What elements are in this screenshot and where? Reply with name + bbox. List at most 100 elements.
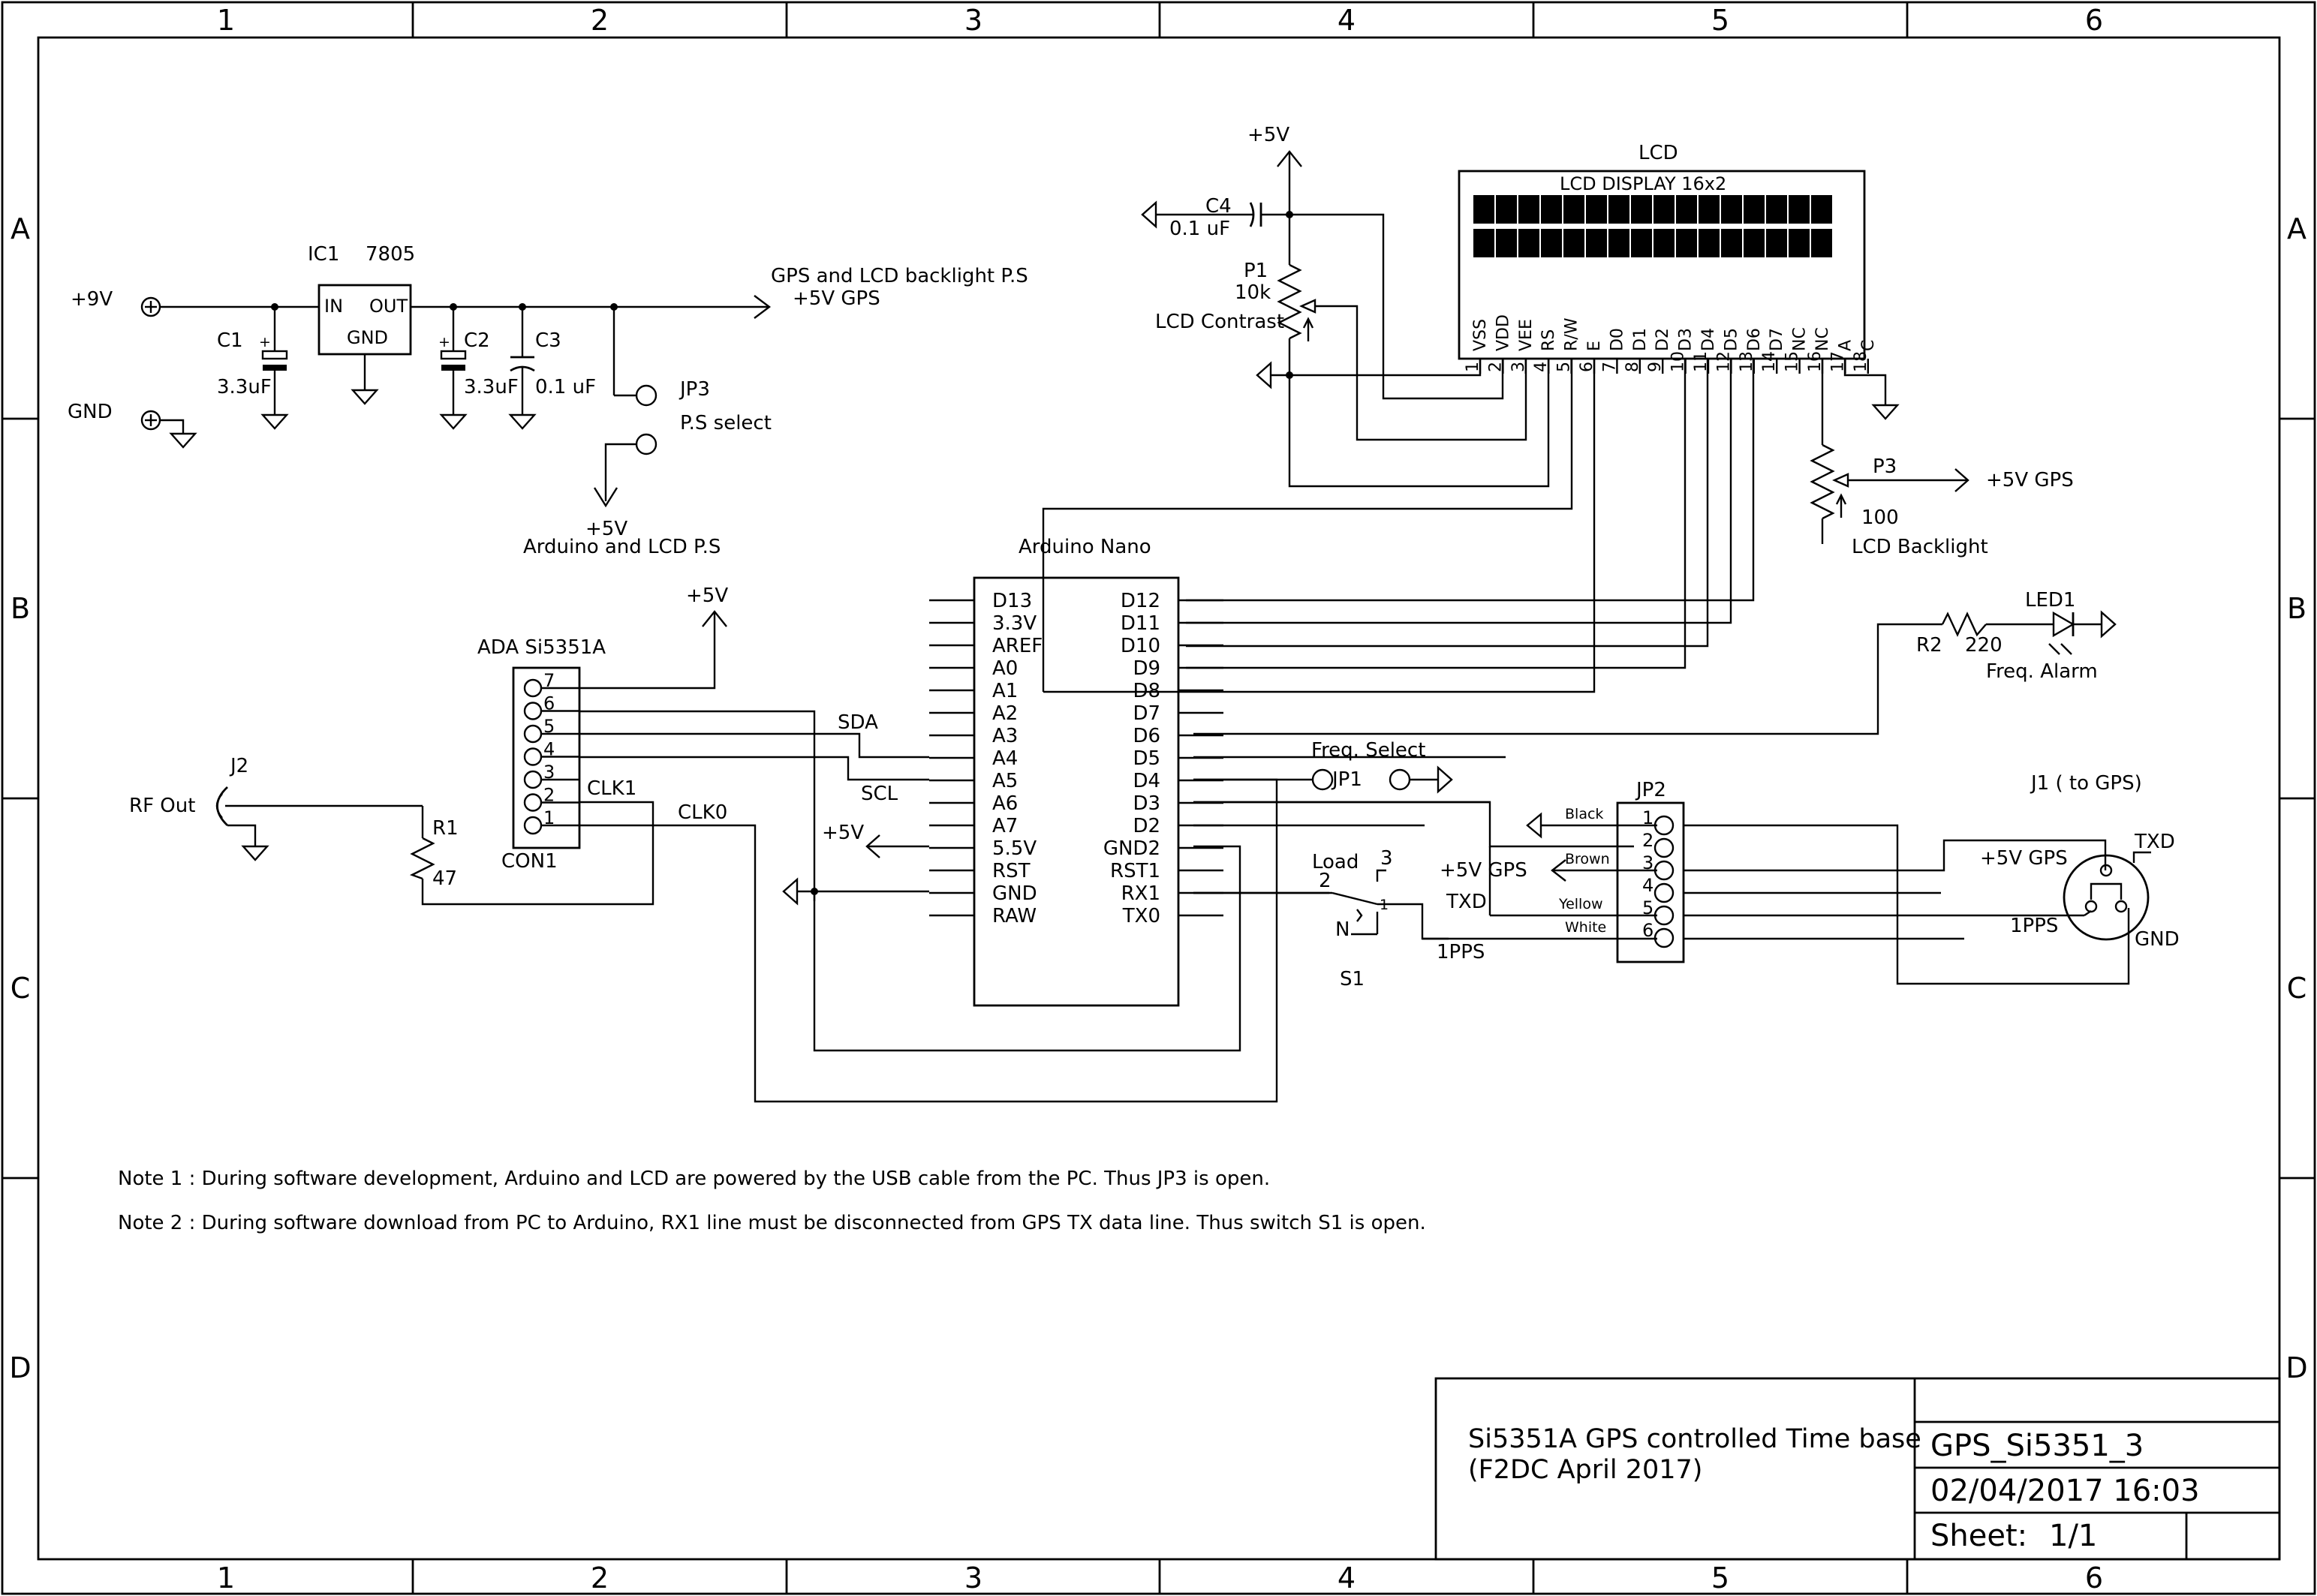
frame-col-5-bottom: 5 (1711, 1561, 1729, 1594)
c2-plus: + (438, 334, 450, 350)
reg-out-pin: OUT (369, 296, 408, 317)
c1-value: 3.3uF (217, 376, 272, 398)
frame-row-d-left: D (9, 1351, 31, 1384)
gps-ps-rail: +5V GPS (793, 287, 880, 310)
lcd-pin-name: D0 (1608, 328, 1626, 351)
lcd-pin-name: D6 (1745, 328, 1764, 351)
title-line-2: (F2DC April 2017) (1468, 1455, 1702, 1485)
si5351-pin-socket (523, 678, 543, 698)
title-block: Si5351A GPS controlled Time base (F2DC A… (1434, 1377, 2281, 1561)
arduino-left-pin: A1 (992, 680, 1018, 702)
frame-row-b-left: B (11, 592, 30, 625)
lcd-char-cell (1631, 195, 1652, 224)
arduino-right-pin: GND2 (1103, 837, 1160, 860)
frame-row-b-right: B (2287, 592, 2306, 625)
lcd-pin-number: 8 (1623, 362, 1642, 372)
jp2-yellow: Yellow (1558, 896, 1603, 912)
si5351-pin-number: 7 (543, 670, 555, 691)
arduino-title: Arduino Nano (1019, 536, 1151, 558)
freq-select-label: Freq. Select (1311, 739, 1425, 762)
arduino-right-pin: D10 (1121, 635, 1160, 657)
lcd-char-cell (1496, 229, 1517, 257)
s1-pin1: 1 (1380, 897, 1389, 913)
lcd-char-cell (1586, 229, 1607, 257)
arduino-right-pin: D6 (1133, 725, 1160, 747)
arduino-left-pin: AREF (992, 635, 1043, 657)
lcd-pin-name: E (1585, 341, 1604, 351)
lcd-char-cell (1699, 229, 1720, 257)
jp1-name: JP1 (1331, 768, 1362, 791)
frame-row-d-right: D (2285, 1351, 2307, 1384)
p1-name: P1 (1244, 260, 1268, 282)
arduino-right-pin: D11 (1121, 612, 1160, 635)
lcd-char-cell (1586, 195, 1607, 224)
c2-value: 3.3uF (464, 376, 519, 398)
si5351-pin-number: 1 (543, 807, 555, 828)
reg-value: 7805 (366, 243, 415, 266)
arduino-left-pin: 5.5V (992, 837, 1037, 860)
lcd-char-cell (1721, 195, 1742, 224)
jp2-pin-socket (1653, 905, 1675, 926)
r1-value: 47 (432, 867, 457, 890)
arduino-left-pin: A5 (992, 770, 1018, 792)
c3-value: 0.1 uF (535, 376, 596, 398)
frame-col-4-bottom: 4 (1338, 1561, 1356, 1594)
gps-ps-label: GPS and LCD backlight P.S (771, 265, 1028, 287)
gps-gnd: GND (2135, 928, 2180, 951)
arduino-nano: Arduino Nano D133.3VAREFA0A1A2A3A4A5A6A7… (782, 536, 1223, 1007)
alarm-led: R2 220 LED1 Freq. Alarm (1193, 589, 2117, 848)
arduino-right-pin: TX0 (1122, 905, 1160, 927)
lcd-char-cell (1653, 195, 1675, 224)
si5351-pin-socket (523, 816, 543, 835)
lcd-char-cell (1744, 195, 1765, 224)
gps-txd: TXD (2134, 831, 2175, 853)
lcd-char-cell (1721, 229, 1742, 257)
lcd-char-cell (1676, 229, 1697, 257)
frame-col-6-bottom: 6 (2085, 1561, 2103, 1594)
title-line-1: Si5351A GPS controlled Time base (1468, 1424, 1921, 1454)
arduino-left-pin: A0 (992, 657, 1018, 680)
lcd-pin-number: 9 (1646, 362, 1665, 372)
jp2-pin-number: 1 (1642, 807, 1653, 828)
lcd-pin-name: D5 (1722, 328, 1741, 351)
sheet-label: Sheet: (1930, 1519, 2027, 1553)
jp2-pin-number: 4 (1642, 875, 1653, 896)
arduino-ps-label: Arduino and LCD P.S (523, 536, 721, 558)
drawing-date: 02/04/2017 16:03 (1930, 1474, 2200, 1508)
lcd-char-cell (1676, 195, 1697, 224)
p3-value: 100 (1861, 506, 1899, 529)
lcd-pin-number: 2 (1486, 362, 1505, 372)
p3-name: P3 (1873, 455, 1897, 478)
p1-value: 10k (1235, 281, 1271, 304)
lcd-char-cell (1744, 229, 1765, 257)
j2-name: J2 (229, 755, 248, 777)
clk1-label: CLK1 (587, 777, 636, 800)
si5351-con-name: CON1 (501, 850, 558, 873)
sheet-value: 1/1 (2049, 1519, 2097, 1553)
jp2-pin-socket (1653, 927, 1675, 948)
arduino-right-pin: D8 (1133, 680, 1160, 702)
arduino-left-pin: A3 (992, 725, 1018, 747)
lcd-pin-number: 7 (1600, 362, 1619, 372)
c1-plus: + (259, 334, 271, 350)
r2-name: R2 (1916, 634, 1942, 657)
p3-label: LCD Backlight (1852, 536, 1988, 558)
frame-row-a-right: A (2287, 212, 2306, 245)
si5351-pin-number: 6 (543, 693, 555, 714)
arduino-left-pin: A6 (992, 792, 1018, 815)
lcd-pin-number: 14 (1760, 351, 1779, 372)
gps-name: J1 ( to GPS) (2030, 772, 2142, 795)
s1-pin3: 3 (1380, 847, 1393, 870)
frame-col-2-top: 2 (591, 4, 609, 37)
lcd-pin-name: VDD (1494, 314, 1512, 351)
pps-label: 1PPS (1437, 941, 1485, 963)
frame-col-6-top: 6 (2085, 4, 2103, 37)
s1-n: N (1335, 918, 1350, 941)
frame-row-a-left: A (11, 212, 30, 245)
power-supply: +9V GND + C1 3.3uF IN OUT GND IC1 7805 (68, 243, 1028, 558)
sda-label: SDA (838, 711, 878, 734)
